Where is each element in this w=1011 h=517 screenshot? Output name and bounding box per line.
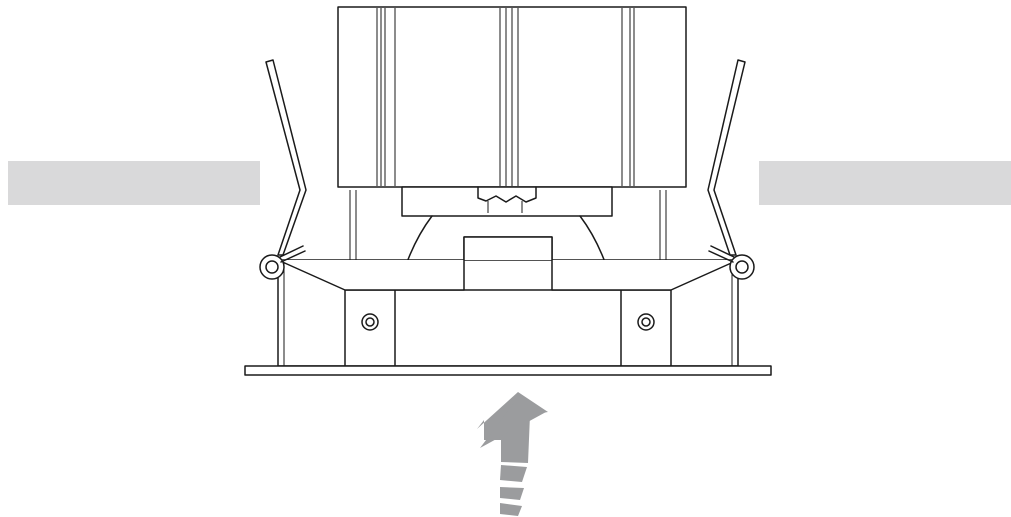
trim-flange xyxy=(244,365,772,376)
spring-clip-left-icon xyxy=(259,59,307,280)
screw-left-icon xyxy=(361,313,379,331)
spring-clip-right-icon xyxy=(707,59,755,280)
ceiling-right xyxy=(759,161,1011,205)
fixture-housing xyxy=(337,6,687,188)
trim-frame xyxy=(277,236,739,367)
ceiling-left xyxy=(8,161,260,205)
push-up-arrow-icon xyxy=(477,392,548,516)
screw-right-icon xyxy=(637,313,655,331)
driver-box xyxy=(401,186,613,217)
